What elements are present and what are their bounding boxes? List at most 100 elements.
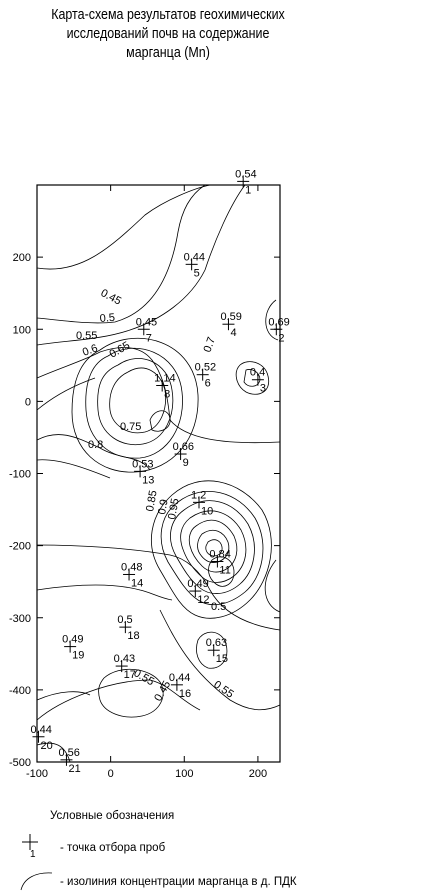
y-tick-label: -100 xyxy=(9,469,31,481)
y-tick-label: 100 xyxy=(13,324,31,336)
sample-point-value: 0.49 xyxy=(187,578,208,590)
isoline xyxy=(265,299,279,341)
isoline-label: 0.75 xyxy=(120,421,141,433)
sample-point-value: 0.49 xyxy=(62,634,83,646)
isoline xyxy=(36,377,96,411)
sample-point-number: 3 xyxy=(260,383,266,395)
isoline-label: 0.5 xyxy=(99,312,115,325)
isoline-label: 0.7 xyxy=(202,336,219,354)
sample-point-number: 5 xyxy=(194,267,200,279)
sample-point-number: 13 xyxy=(142,474,154,486)
isoline xyxy=(196,631,228,669)
sample-point-value: 0.66 xyxy=(173,441,194,453)
legend-point-label: - точка отбора проб xyxy=(60,842,166,854)
sample-point-value: 0.59 xyxy=(220,311,241,323)
sample-point-number: 16 xyxy=(179,688,191,700)
x-tick-label: 200 xyxy=(249,768,267,780)
sample-point: 0.541 xyxy=(235,168,256,196)
plot-frame xyxy=(36,184,281,763)
sample-point: 0.518 xyxy=(117,614,139,642)
isoline xyxy=(235,361,270,395)
legend-isoline-icon xyxy=(20,872,53,891)
isoline xyxy=(160,491,264,606)
sample-point-number: 12 xyxy=(197,594,209,606)
isoline xyxy=(85,347,183,459)
sample-point-number: 4 xyxy=(230,327,236,339)
sample-point: 1.210 xyxy=(191,489,213,517)
legend-point-marker: 1 xyxy=(22,834,38,858)
sample-point: 0.43 xyxy=(250,367,266,395)
sample-point-number: 14 xyxy=(131,577,143,589)
sample-point-value: 0.48 xyxy=(121,561,142,573)
sample-points: 0.5410.6920.430.5940.4450.5260.4571.1480… xyxy=(30,168,289,774)
sample-point-number: 9 xyxy=(183,457,189,469)
map-title: Карта-схема результатов геохимических ис… xyxy=(24,6,313,63)
sample-point-value: 0.84 xyxy=(209,548,230,560)
isoline xyxy=(208,556,235,587)
sample-point-number: 2 xyxy=(278,332,284,344)
title-line-3: марганца (Mn) xyxy=(126,45,210,61)
y-tick-label: 0 xyxy=(25,396,31,408)
sample-point-number: 7 xyxy=(146,332,152,344)
sample-point: 0.66 9 xyxy=(173,441,194,469)
isoline xyxy=(36,679,201,721)
isoline xyxy=(188,519,238,573)
sample-point-value: 0.5 xyxy=(117,614,132,626)
isoline-label: 0.5 xyxy=(211,601,226,613)
title-line-2: исследований почв на содержание xyxy=(66,26,270,42)
sample-point: 0.69 2 xyxy=(268,316,289,344)
sample-point: 0.49 12 xyxy=(187,578,209,606)
isoline-label: 0.55 xyxy=(132,667,157,688)
sample-point-number: 15 xyxy=(216,653,228,665)
legend-isoline-label: - изолиния концентрации марганца в д. ПД… xyxy=(60,876,297,888)
isoline-label: 0.55 xyxy=(76,330,97,342)
sample-point: 0.445 xyxy=(184,251,205,279)
sample-point-value: 0.45 xyxy=(136,316,157,328)
sample-point-number: 21 xyxy=(68,763,80,775)
sample-point-value: 0.69 xyxy=(268,316,289,328)
isoline-label: 0.8 xyxy=(88,439,103,451)
sample-point-number: 8 xyxy=(164,389,170,401)
isoline xyxy=(36,691,91,701)
isoline xyxy=(109,367,167,434)
isoline xyxy=(36,347,281,444)
sample-point-number: 17 xyxy=(124,669,136,681)
isoline xyxy=(36,584,173,601)
isoline xyxy=(97,358,174,446)
sample-point-value: 1.14 xyxy=(154,373,175,385)
sample-point-number: 20 xyxy=(40,740,52,752)
sample-point-number: 10 xyxy=(201,505,213,517)
sample-point: 0.526 xyxy=(195,362,216,390)
isoline xyxy=(36,742,71,763)
isolines xyxy=(36,184,281,763)
isoline xyxy=(149,410,171,432)
isoline xyxy=(205,539,223,557)
isoline xyxy=(170,500,255,594)
isoline-label: 0.85 xyxy=(144,489,160,512)
isoline-label: 0.45 xyxy=(99,287,124,308)
sample-point-value: 1.2 xyxy=(191,489,206,501)
isoline xyxy=(36,184,206,324)
y-tick-label: 200 xyxy=(13,252,31,264)
sample-point: 0.53 13 xyxy=(132,458,154,486)
isoline xyxy=(159,609,281,711)
isoline xyxy=(36,459,111,479)
isoline xyxy=(36,434,151,471)
sample-point-number: 18 xyxy=(127,630,139,642)
sample-point-value: 0.53 xyxy=(132,458,153,470)
legend-point-number: 1 xyxy=(30,849,36,858)
sample-point-value: 0.4 xyxy=(250,367,265,379)
sample-point-number: 19 xyxy=(72,650,84,662)
sample-point-value: 0.63 xyxy=(206,637,227,649)
isoline xyxy=(197,529,230,563)
sample-point: 0.59 4 xyxy=(220,311,241,339)
isoline-label: 0.95 xyxy=(166,497,182,520)
y-tick-label: -200 xyxy=(9,541,31,553)
